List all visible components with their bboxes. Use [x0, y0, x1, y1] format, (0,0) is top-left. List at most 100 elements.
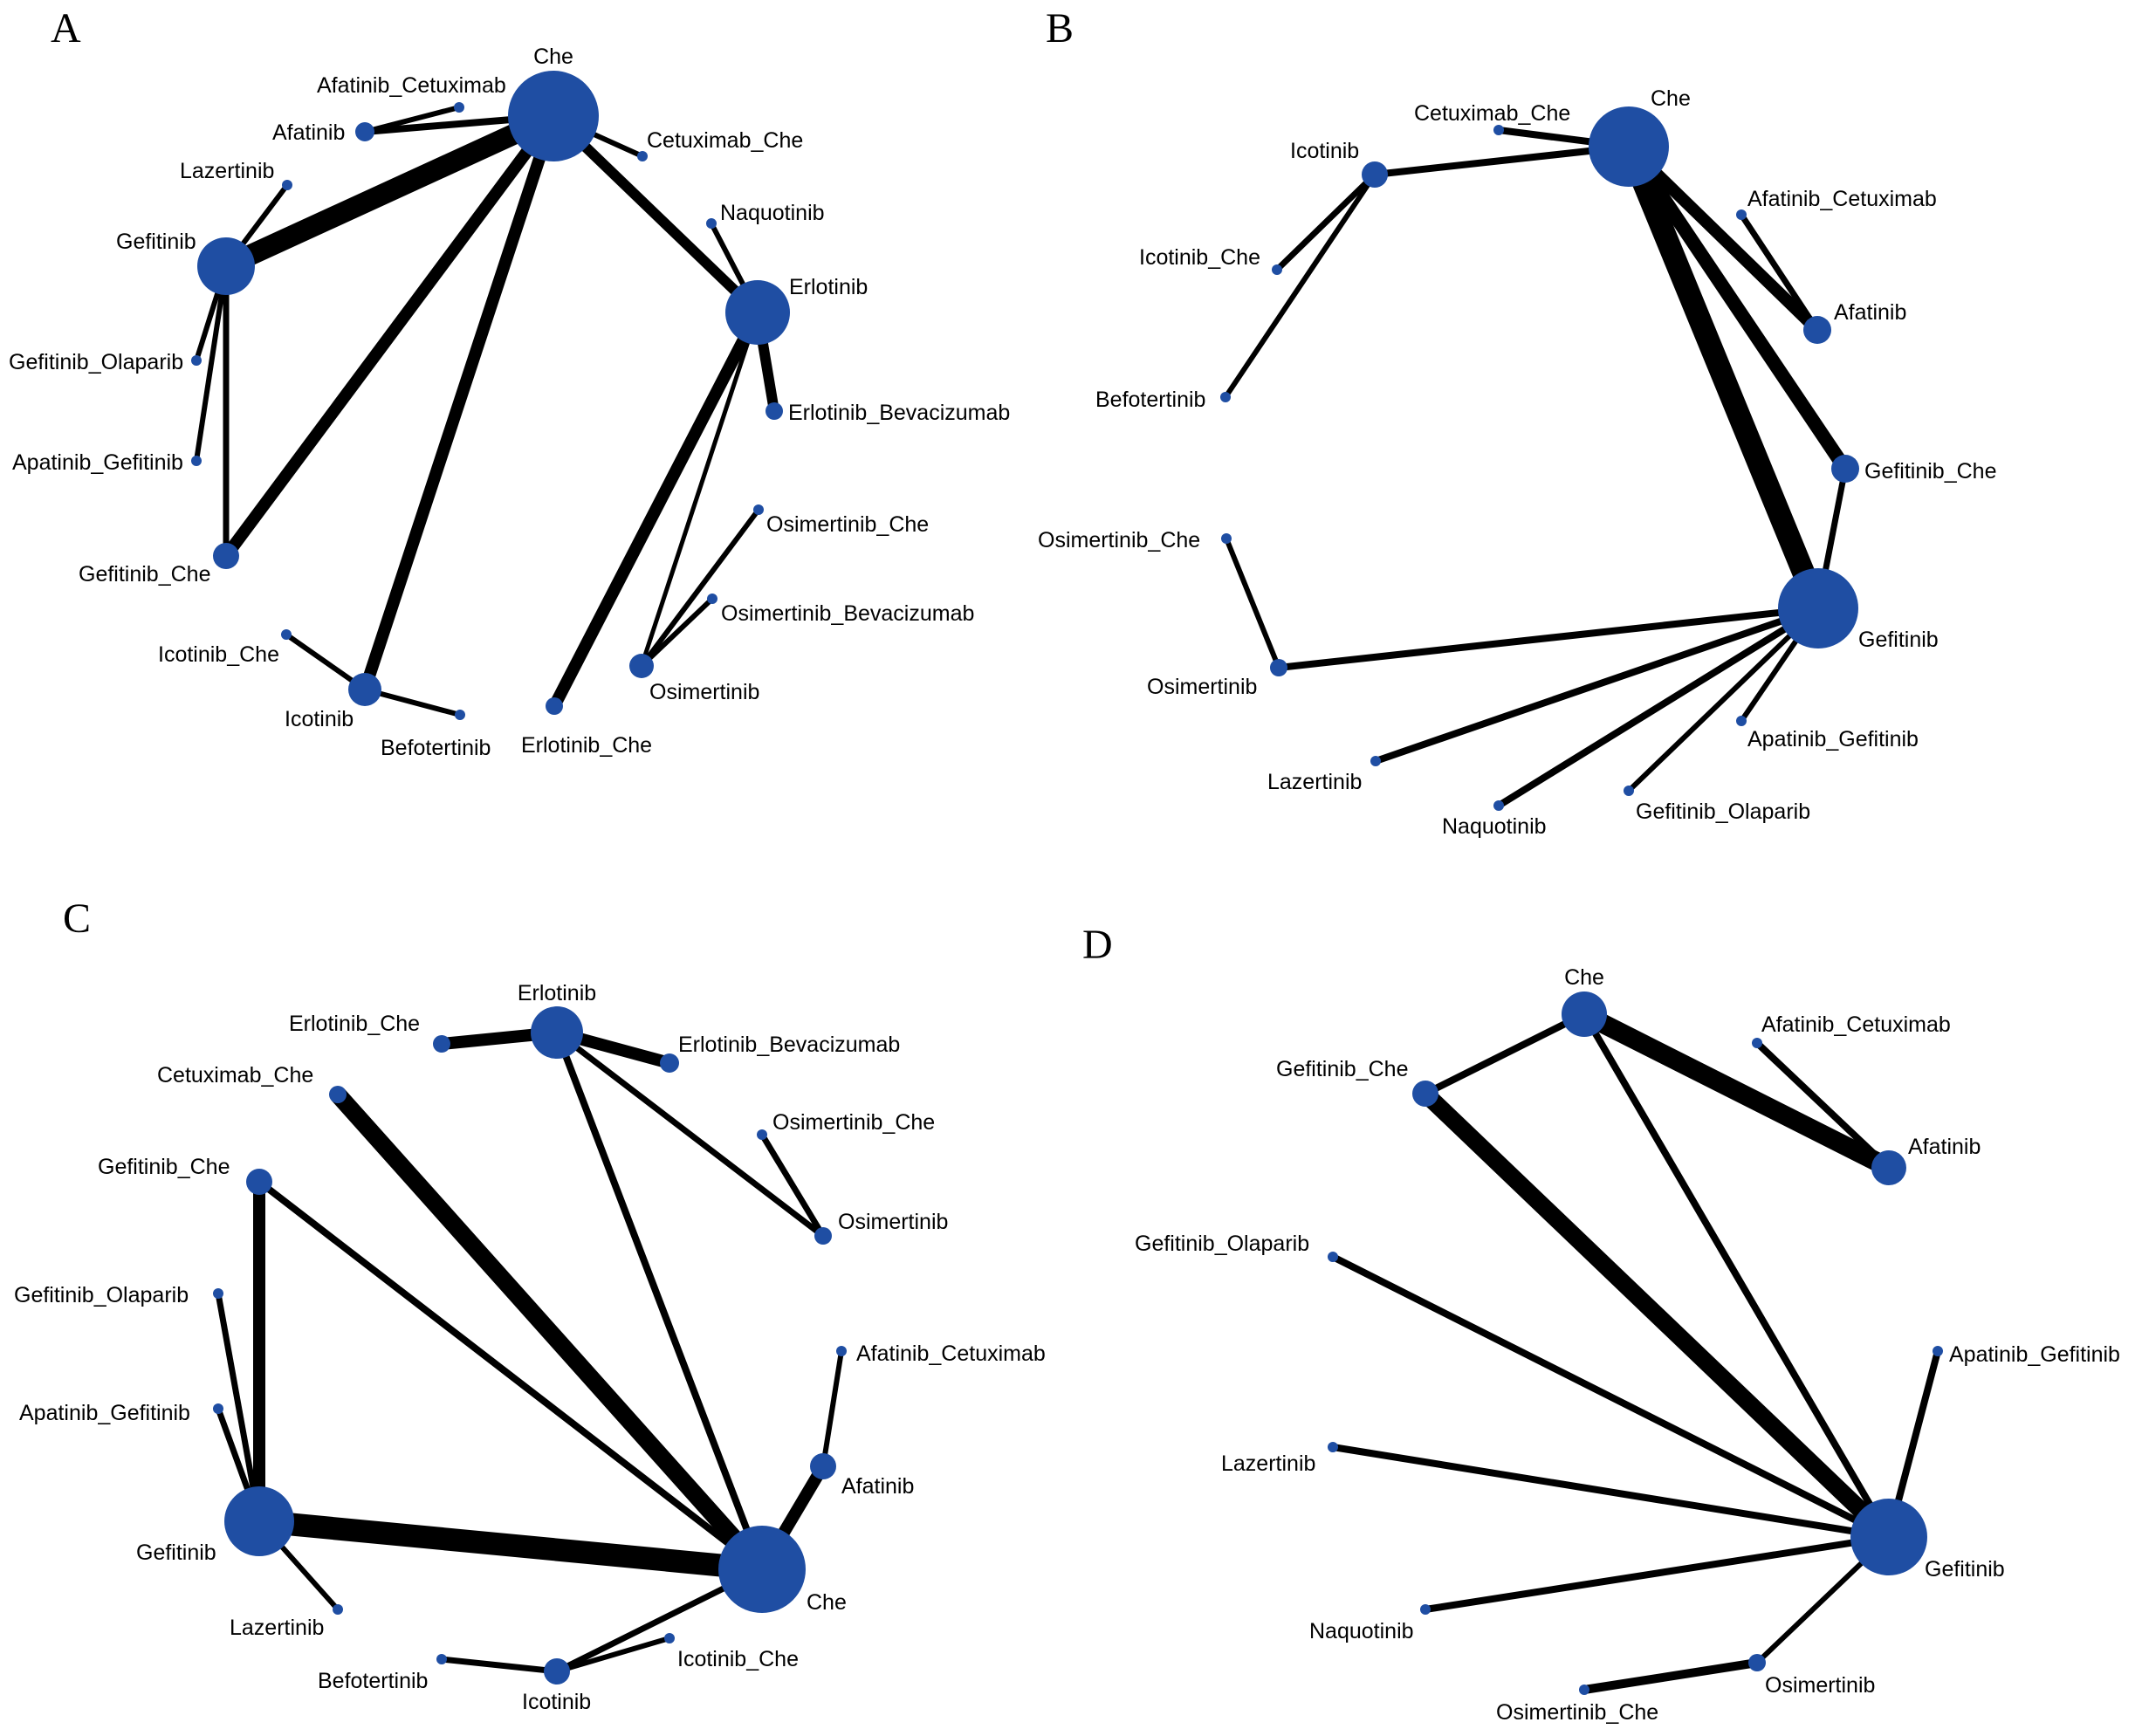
node-label-afatinib-cetuximab: Afatinib_Cetuximab — [856, 1341, 1046, 1366]
nodes-layer-a — [191, 71, 790, 720]
nodes-layer-c — [213, 1006, 847, 1685]
node-label-osimertinib: Osimertinib — [1147, 675, 1257, 699]
node-osimertinib — [1270, 659, 1287, 676]
node-label-cetuximab-che: Cetuximab_Che — [647, 128, 803, 153]
node-label-erlotinib-bevacizumab: Erlotinib_Bevacizumab — [788, 401, 1010, 425]
edge-icotinib-befotertinib — [441, 1656, 558, 1675]
node-label-afatinib-cetuximab: Afatinib_Cetuximab — [317, 73, 506, 98]
edges-layer-c — [215, 1026, 844, 1675]
node-label-osimertinib-che: Osimertinib_Che — [766, 512, 929, 537]
edge-gefitinib-che — [257, 1510, 764, 1581]
node-naquotinib — [706, 218, 717, 229]
node-label-che: Che — [807, 1590, 847, 1615]
labels-layer-b: Cetuximab_CheCheIcotinibAfatinib_Cetuxim… — [1038, 86, 1996, 839]
node-label-gefitinib: Gefitinib — [136, 1540, 216, 1565]
node-apatinib-gefitinib — [1736, 716, 1747, 726]
edge-che-afatinib — [1580, 1005, 1893, 1177]
node-label-osimertinib: Osimertinib — [1765, 1673, 1875, 1698]
edge-erlotinib-erlotinib-che — [548, 309, 764, 710]
node-label-osimertinib: Osimertinib — [649, 680, 759, 704]
edge-icotinib-befotertinib — [1223, 173, 1377, 399]
edge-che-icotinib — [359, 113, 560, 692]
node-gefitinib-olaparib — [213, 1288, 223, 1299]
panel-letter-a: A — [51, 5, 81, 51]
node-label-icotinib: Icotinib — [1290, 139, 1359, 163]
node-label-osimertinib-che: Osimertinib_Che — [1496, 1700, 1658, 1725]
node-label-afatinib: Afatinib — [272, 120, 345, 145]
node-che — [718, 1526, 806, 1613]
edge-gefitinib-gefitinib-olaparib — [1626, 606, 1821, 793]
node-label-naquotinib: Naquotinib — [720, 201, 825, 225]
panel-letter-d: D — [1082, 922, 1113, 968]
node-osimertinib — [1748, 1654, 1766, 1671]
node-afatinib-cetuximab — [454, 102, 464, 113]
panel-letter-c: C — [63, 895, 91, 942]
node-label-osimertinib-che: Osimertinib_Che — [772, 1110, 935, 1135]
node-label-gefitinib-che: Gefitinib_Che — [98, 1155, 230, 1179]
node-erlotinib-bevacizumab — [660, 1053, 679, 1073]
node-label-lazertinib: Lazertinib — [1267, 770, 1362, 794]
node-gefitinib-olaparib — [191, 355, 202, 366]
node-osimertinib-che — [1579, 1685, 1589, 1695]
node-label-che: Che — [1564, 965, 1604, 990]
node-afatinib — [355, 122, 374, 141]
edge-che-gefitinib — [1581, 1012, 1892, 1540]
node-label-naquotinib: Naquotinib — [1309, 1619, 1414, 1643]
node-label-icotinib-che: Icotinib_Che — [1139, 245, 1260, 270]
node-apatinib-gefitinib — [1933, 1346, 1943, 1356]
node-naquotinib — [1420, 1604, 1431, 1615]
node-label-gefitinib: Gefitinib — [1925, 1557, 2005, 1582]
panel-c: C ErlotinibErlotinib_CheErlotinib_Bevaci… — [14, 895, 1046, 1714]
edge-che-icotinib — [1374, 143, 1630, 178]
node-label-che: Che — [533, 45, 573, 69]
node-label-lazertinib: Lazertinib — [180, 159, 274, 183]
edges-layer-b — [1223, 127, 1851, 809]
node-label-afatinib: Afatinib — [1908, 1135, 1981, 1159]
node-label-gefitinib-che: Gefitinib_Che — [1276, 1057, 1408, 1081]
node-gefitinib — [224, 1486, 294, 1556]
node-osimertinib-che — [1221, 533, 1232, 544]
node-befotertinib — [436, 1654, 447, 1664]
panel-d: D CheAfatinib_CetuximabGefitinib_CheAfat… — [1082, 922, 2120, 1725]
node-label-icotinib-che: Icotinib_Che — [677, 1647, 799, 1671]
node-cetuximab-che — [1493, 125, 1504, 135]
node-label-naquotinib: Naquotinib — [1442, 814, 1547, 839]
node-befotertinib — [1220, 392, 1231, 402]
node-erlotinib-che — [433, 1035, 450, 1053]
node-cetuximab-che — [329, 1086, 347, 1103]
node-apatinib-gefitinib — [191, 456, 202, 466]
node-label-befotertinib: Befotertinib — [1095, 388, 1205, 412]
node-gefitinib-che — [1831, 455, 1859, 483]
node-label-lazertinib: Lazertinib — [230, 1616, 324, 1640]
node-label-osimertinib: Osimertinib — [838, 1210, 948, 1234]
node-gefitinib-che — [1412, 1081, 1438, 1107]
node-osimertinib — [629, 654, 654, 678]
node-label-apatinib-gefitinib: Apatinib_Gefitinib — [19, 1401, 190, 1425]
node-label-erlotinib-che: Erlotinib_Che — [521, 733, 652, 758]
edge-gefitinib-naquotinib — [1425, 1534, 1890, 1613]
node-apatinib-gefitinib — [213, 1403, 223, 1414]
edge-afatinib-afatinib-cetuximab — [820, 1350, 844, 1467]
node-label-gefitinib-olaparib: Gefitinib_Olaparib — [1636, 799, 1810, 824]
edge-gefitinib-che-che — [257, 1178, 765, 1573]
node-gefitinib-olaparib — [1624, 786, 1634, 796]
edge-osimertinib-osimertinib-che — [639, 508, 761, 668]
node-osimertinib-che — [753, 504, 764, 515]
node-icotinib — [1362, 161, 1388, 188]
node-label-gefitinib-olaparib: Gefitinib_Olaparib — [9, 350, 183, 374]
edge-erlotinib-osimertinib — [554, 1030, 826, 1239]
node-erlotinib — [725, 280, 790, 345]
node-che — [508, 71, 599, 161]
edge-icotinib-icotinib-che — [1274, 172, 1377, 272]
node-erlotinib-che — [546, 697, 563, 715]
edge-gefitinib-naquotinib — [1496, 605, 1821, 809]
node-label-erlotinib: Erlotinib — [518, 981, 596, 1005]
node-label-osimertinib-bevacizumab: Osimertinib_Bevacizumab — [721, 601, 974, 626]
node-label-apatinib-gefitinib: Apatinib_Gefitinib — [12, 450, 183, 475]
node-che — [1589, 106, 1669, 187]
node-label-icotinib: Icotinib — [522, 1690, 591, 1714]
edge-erlotinib-osimertinib — [639, 312, 760, 667]
edge-che-afatinib — [1624, 141, 1822, 335]
